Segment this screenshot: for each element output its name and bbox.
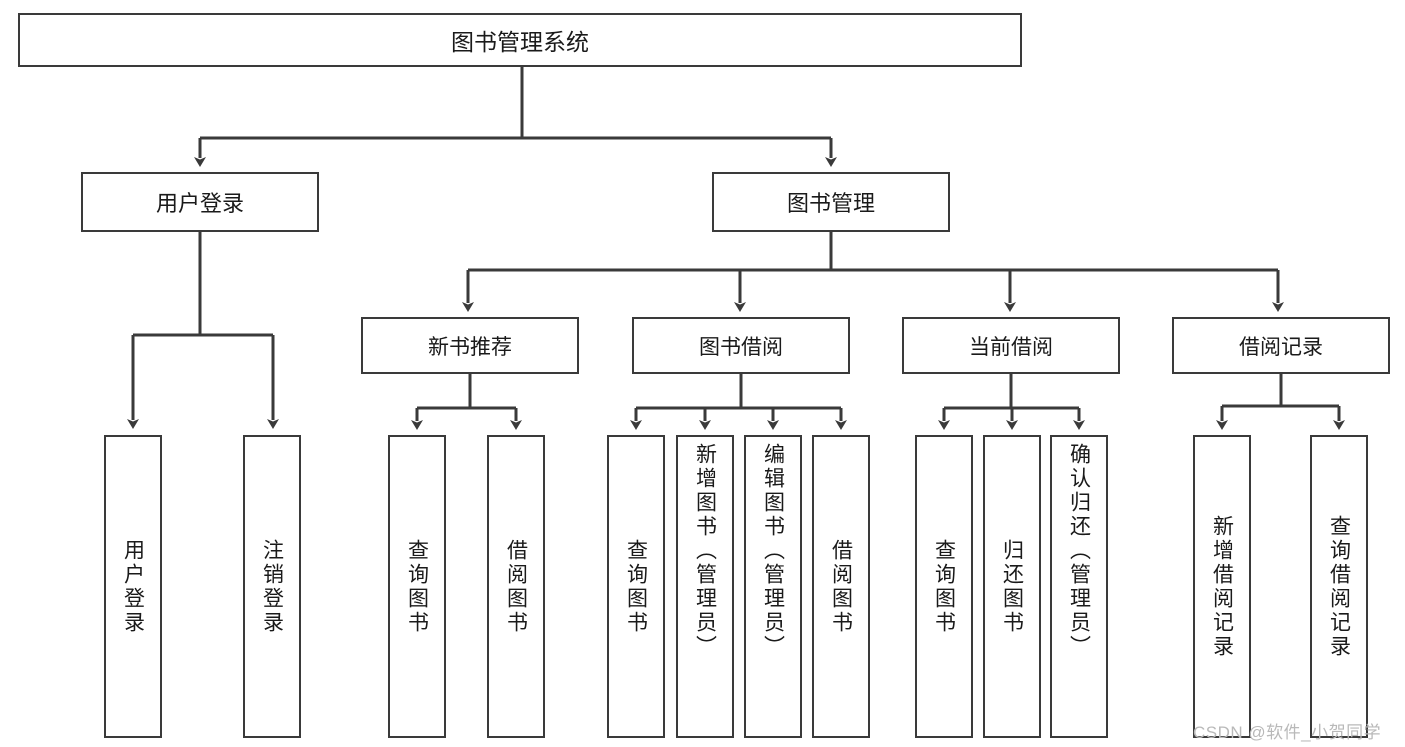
node-leaf-add-record-label: 新增借阅记录 — [1210, 514, 1234, 659]
node-user-login[interactable]: 用户登录 — [81, 172, 319, 232]
node-book-borrow[interactable]: 图书借阅 — [632, 317, 850, 374]
node-leaf-query-book-borrow[interactable]: 查询图书 — [607, 435, 665, 738]
node-leaf-query-book-current[interactable]: 查询图书 — [915, 435, 973, 738]
node-root[interactable]: 图书管理系统 — [18, 13, 1022, 67]
node-book-borrow-label: 图书借阅 — [699, 335, 783, 359]
node-leaf-query-book-current-label: 查询图书 — [932, 538, 956, 635]
node-leaf-edit-book[interactable]: 编辑图书（管理员） — [744, 435, 802, 738]
node-leaf-confirm-return-label: 确认归还（管理员） — [1067, 443, 1091, 659]
node-book-manage-label: 图书管理 — [786, 191, 875, 216]
node-leaf-logout-label: 注销登录 — [260, 538, 284, 635]
node-leaf-user-login[interactable]: 用户登录 — [104, 435, 162, 738]
node-leaf-query-book-rec-label: 查询图书 — [405, 538, 429, 635]
node-leaf-query-book-borrow-label: 查询图书 — [624, 538, 648, 635]
node-leaf-logout[interactable]: 注销登录 — [243, 435, 301, 738]
node-leaf-borrow-book-rec[interactable]: 借阅图书 — [487, 435, 545, 738]
node-leaf-query-book-rec[interactable]: 查询图书 — [388, 435, 446, 738]
node-leaf-return-book[interactable]: 归还图书 — [983, 435, 1041, 738]
node-user-login-label: 用户登录 — [155, 191, 244, 216]
node-current-borrow-label: 当前借阅 — [969, 335, 1053, 359]
node-new-book-rec-label: 新书推荐 — [428, 335, 512, 359]
node-leaf-query-record[interactable]: 查询借阅记录 — [1310, 435, 1368, 738]
node-leaf-confirm-return[interactable]: 确认归还（管理员） — [1050, 435, 1108, 738]
node-leaf-return-book-label: 归还图书 — [1000, 538, 1024, 635]
node-borrow-record-label: 借阅记录 — [1239, 335, 1323, 359]
node-book-manage[interactable]: 图书管理 — [712, 172, 950, 232]
node-leaf-borrow-book-rec-label: 借阅图书 — [504, 538, 528, 635]
csdn-watermark: CSDN @软件_小贺同学 — [1193, 723, 1382, 742]
node-borrow-record[interactable]: 借阅记录 — [1172, 317, 1390, 374]
node-leaf-add-book-label: 新增图书（管理员） — [693, 443, 717, 659]
node-current-borrow[interactable]: 当前借阅 — [902, 317, 1120, 374]
node-leaf-edit-book-label: 编辑图书（管理员） — [761, 443, 785, 659]
node-root-label: 图书管理系统 — [451, 29, 589, 55]
node-leaf-add-record[interactable]: 新增借阅记录 — [1193, 435, 1251, 738]
node-leaf-add-book[interactable]: 新增图书（管理员） — [676, 435, 734, 738]
node-leaf-borrow-book[interactable]: 借阅图书 — [812, 435, 870, 738]
node-leaf-query-record-label: 查询借阅记录 — [1327, 514, 1351, 659]
node-leaf-user-login-label: 用户登录 — [121, 538, 145, 635]
node-new-book-rec[interactable]: 新书推荐 — [361, 317, 579, 374]
node-leaf-borrow-book-label: 借阅图书 — [829, 538, 853, 635]
